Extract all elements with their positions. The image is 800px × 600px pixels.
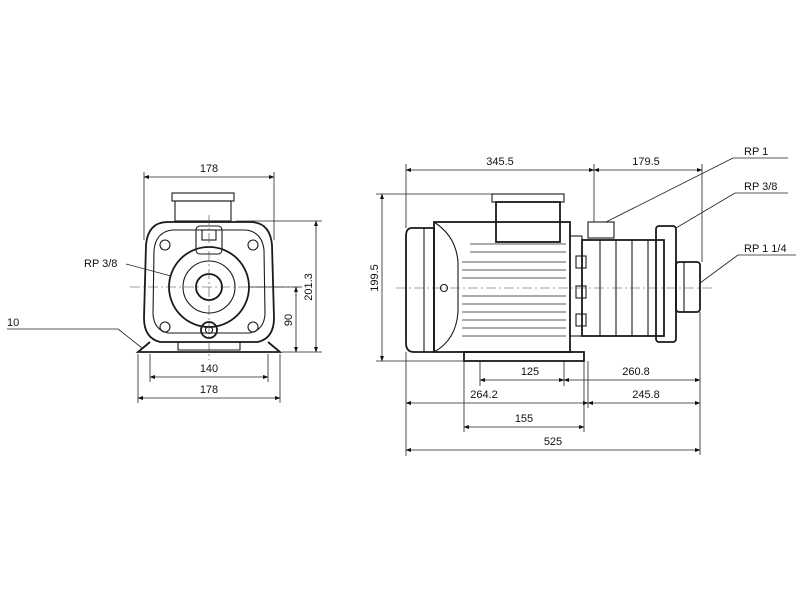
terminal-box-lid xyxy=(171,192,235,202)
dim-motor-length: 345.5 xyxy=(486,156,514,168)
label-front-port: RP 3/8 xyxy=(84,258,117,270)
dim-264-2: 264.2 xyxy=(470,389,498,401)
fan-cover xyxy=(405,227,435,353)
inlet-end-flange xyxy=(655,225,677,343)
dim-shaft-height: 90 xyxy=(283,314,295,326)
bolt-hole xyxy=(159,321,171,333)
side-port-mid xyxy=(575,285,587,299)
dim-front-height: 201.3 xyxy=(303,273,315,301)
bolt-hole xyxy=(247,321,259,333)
side-port-bot xyxy=(575,313,587,327)
pump-casing xyxy=(143,221,275,343)
dim-155: 155 xyxy=(515,413,533,425)
label-foot-thickness: 10 xyxy=(7,317,19,329)
dim-pump-head: 179.5 xyxy=(632,156,660,168)
side-terminal-box-lid xyxy=(491,193,565,203)
label-rp-1-1-4: RP 1 1/4 xyxy=(744,243,787,255)
side-view: 345.5 179.5 199.5 RP 1 RP 3/8 RP 1 1/4 1… xyxy=(369,146,796,456)
bolt-hole xyxy=(247,239,259,251)
dim-125: 125 xyxy=(521,366,539,378)
shaft-center-mark xyxy=(439,283,449,293)
side-port-top xyxy=(575,255,587,269)
bolt-hole xyxy=(159,239,171,251)
side-base-foot xyxy=(463,351,585,362)
dim-overall-length: 525 xyxy=(544,436,562,448)
motor-end-shield xyxy=(433,221,459,353)
dim-foot-outer: 178 xyxy=(200,384,218,396)
dim-side-height: 199.5 xyxy=(369,264,381,292)
cooling-fins xyxy=(462,243,566,337)
discharge-port xyxy=(587,221,615,239)
terminal-box xyxy=(174,200,232,222)
dim-260-8: 260.8 xyxy=(622,366,650,378)
front-view: 178 201.3 90 RP 3/8 10 140 178 xyxy=(7,163,322,403)
casing-inner-rim xyxy=(152,229,266,334)
dim-245-8: 245.8 xyxy=(632,389,660,401)
inlet-connection xyxy=(675,261,701,313)
label-rp-1: RP 1 xyxy=(744,146,768,158)
dim-front-width-top: 178 xyxy=(200,163,218,175)
label-rp-3-8: RP 3/8 xyxy=(744,181,777,193)
dim-foot-inner: 140 xyxy=(200,363,218,375)
